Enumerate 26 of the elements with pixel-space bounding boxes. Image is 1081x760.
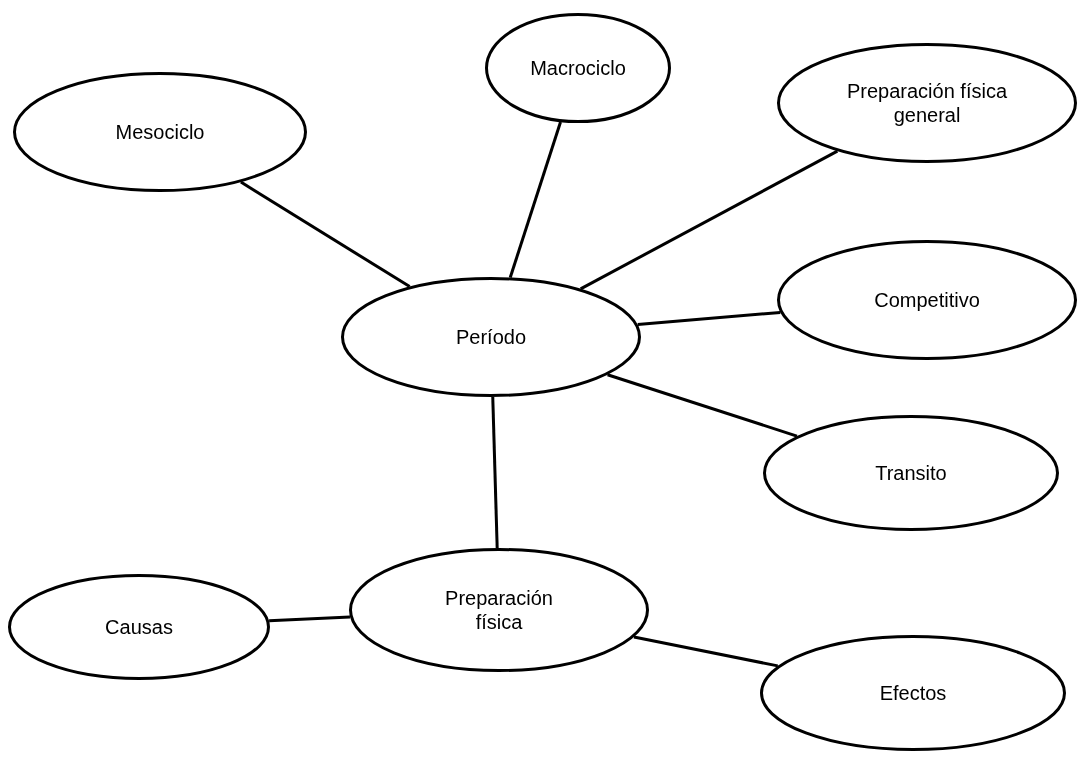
ellipse-node (13, 72, 307, 192)
node-label: Preparación física (444, 586, 554, 634)
ellipse-node (8, 574, 270, 680)
connector-line (579, 149, 839, 291)
ellipse-node (763, 415, 1059, 531)
node-label: Transito (874, 461, 948, 485)
node-label: Efectos (878, 681, 948, 705)
ellipse-node (760, 635, 1066, 751)
ellipse-node (349, 548, 649, 672)
connector-line (269, 615, 351, 623)
node-label: Período (454, 325, 528, 349)
node-label: Macrociclo (529, 56, 627, 80)
node-label: Competitivo (873, 288, 981, 312)
connector-line (633, 635, 779, 668)
connector-line (491, 396, 499, 549)
node-label: Mesociclo (114, 120, 206, 144)
connector-line (508, 121, 562, 278)
node-label: Causas (104, 615, 174, 639)
node-label: Preparación física general (845, 79, 1009, 127)
ellipse-node (777, 43, 1077, 163)
connector-line (637, 310, 781, 327)
ellipse-node (777, 240, 1077, 360)
ellipse-node (485, 13, 671, 123)
ellipse-node (341, 277, 641, 397)
connector-line (607, 373, 798, 438)
connector-line (240, 180, 411, 288)
